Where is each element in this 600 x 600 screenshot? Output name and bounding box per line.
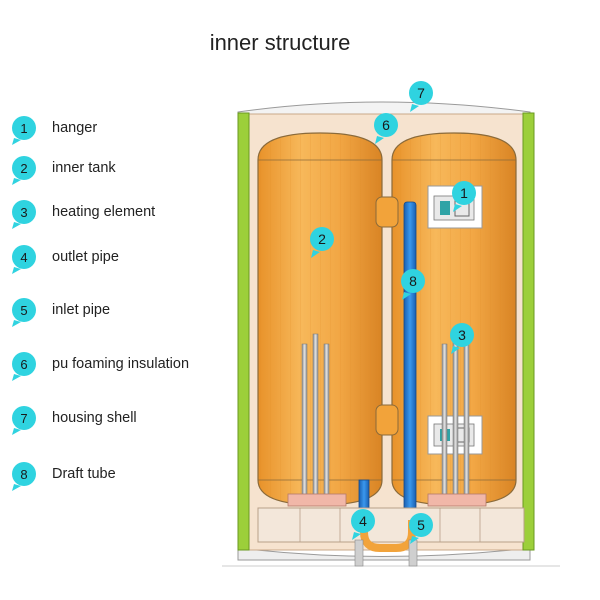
legend-item-draft-tube: 8 Draft tube [8,458,218,494]
outlet-pipe-external [354,539,364,567]
legend-label: inner tank [52,160,116,176]
page-title: inner structure [209,30,351,55]
heating-element-right [427,333,487,507]
svg-text:3: 3 [20,205,27,220]
svg-text:3: 3 [458,327,466,343]
legend-item-heating-element: 3 heating element [8,196,218,232]
inner-tank-right [391,132,517,506]
tank-connector-lower [375,404,399,436]
draft-tube [403,201,417,523]
legend-label: heating element [52,204,156,220]
legend-item-inner-tank: 2 inner tank [8,152,218,188]
callout-5: 5 [409,513,433,544]
callout-badge-icon: 7 [12,406,36,435]
legend-label: housing shell [52,410,137,426]
svg-text:8: 8 [409,273,417,289]
svg-text:2: 2 [20,161,27,176]
callout-6: 6 [374,113,398,144]
legend-label: pu foaming insulation [52,356,190,372]
heating-element-left [287,333,347,507]
svg-text:8: 8 [20,467,27,482]
bottom-base [257,507,525,543]
svg-text:6: 6 [20,357,27,372]
legend-item-pu-foaming-insulation: 6 pu foaming insulation [8,348,218,384]
svg-text:5: 5 [417,517,425,533]
svg-text:4: 4 [20,250,27,265]
inner-tank-left [257,132,383,506]
legend-item-outlet-pipe: 4 outlet pipe [8,241,218,277]
legend-item-inlet-pipe: 5 inlet pipe [8,294,218,330]
svg-text:7: 7 [417,85,425,101]
svg-text:7: 7 [20,411,27,426]
tank-connector-upper [375,196,399,228]
legend-label: inlet pipe [52,302,111,318]
inlet-pipe-external [408,539,418,567]
svg-text:5: 5 [20,303,27,318]
legend-label: outlet pipe [52,249,119,265]
callout-8: 8 [401,269,425,300]
callout-7: 7 [409,81,433,112]
svg-text:1: 1 [20,121,27,136]
legend-item-hanger: 1 hanger [8,112,218,148]
shell-side-panel-left [237,112,250,551]
callout-3: 3 [450,323,474,354]
svg-text:1: 1 [460,185,468,201]
callout-badge-icon: 5 [12,298,36,327]
callout-badge-icon: 8 [12,462,36,491]
callout-1: 1 [452,181,476,212]
shell-side-panel-right [522,112,535,551]
callout-badge-icon: 6 [12,352,36,381]
legend-label: Draft tube [52,466,116,482]
callout-badge-icon: 4 [12,245,36,274]
legend-item-housing-shell: 7 housing shell [8,402,218,438]
svg-text:4: 4 [359,513,367,529]
svg-text:6: 6 [382,117,390,133]
callout-4: 4 [351,509,375,540]
legend-label: hanger [52,120,98,136]
callout-badge-icon: 1 [12,116,36,145]
svg-text:2: 2 [318,231,326,247]
callout-badge-icon: 3 [12,200,36,229]
callout-2: 2 [310,227,334,258]
pipe-u-connector [360,520,416,552]
callout-badge-icon: 2 [12,156,36,185]
